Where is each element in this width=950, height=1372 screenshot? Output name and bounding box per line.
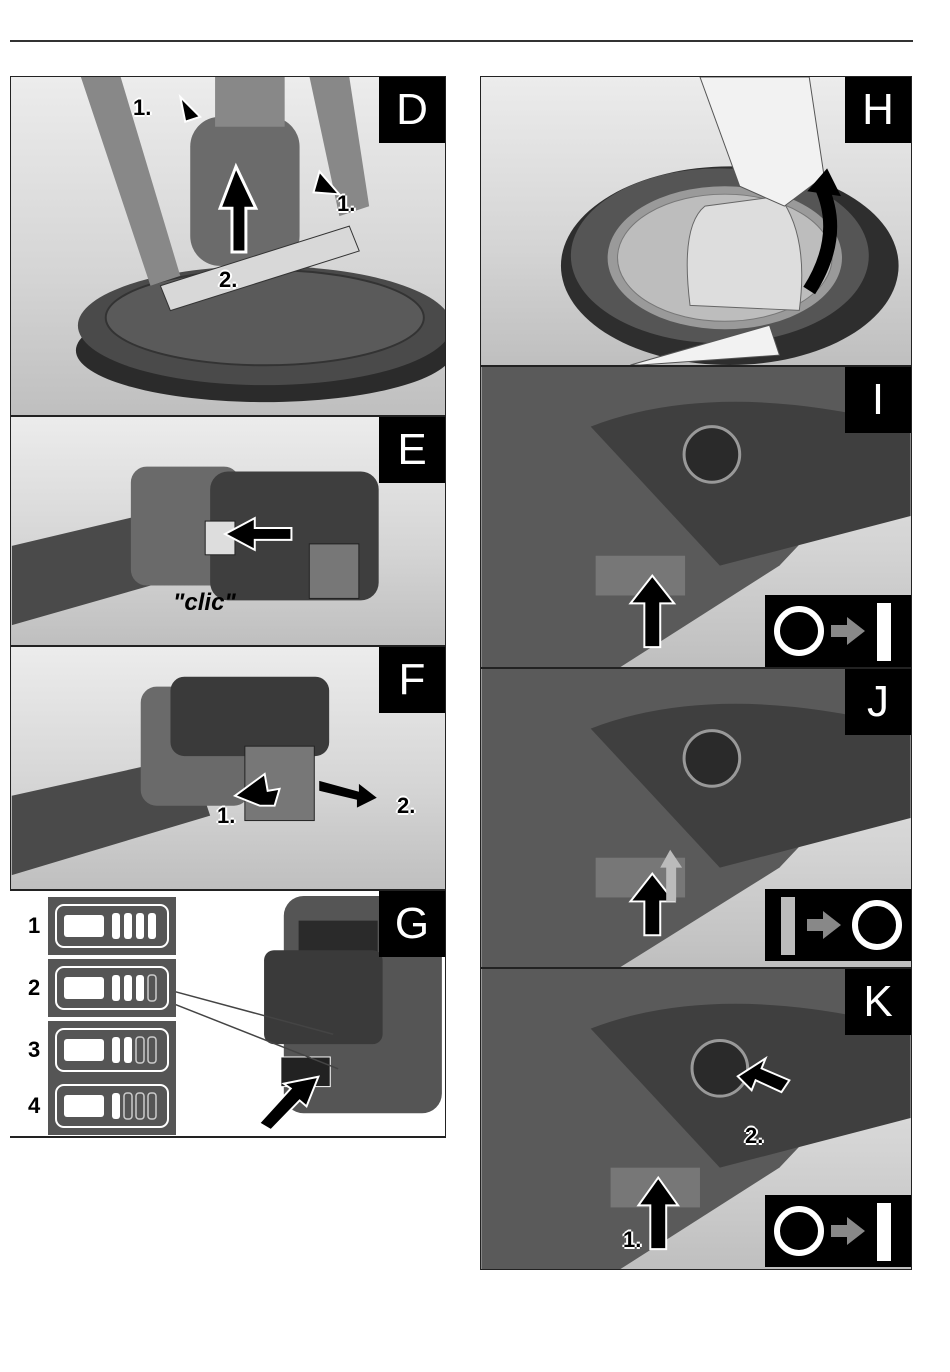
charge-bar	[112, 975, 120, 1001]
charge-level-row-2: 2	[22, 959, 177, 1017]
step-label-1b: 1.	[337, 191, 355, 217]
panel-letter-g: G	[379, 891, 445, 957]
battery-indicator-icon	[48, 1077, 176, 1135]
panel-letter-h: H	[845, 77, 911, 143]
level-number: 4	[28, 1093, 40, 1119]
click-sound-label: "clic"	[173, 589, 236, 617]
level-number: 2	[28, 975, 40, 1001]
battery-indicator-icon	[48, 959, 176, 1017]
panel-g: G 1 2 3 4	[10, 890, 446, 1138]
panel-letter-e: E	[379, 417, 445, 483]
panel-h: H	[480, 76, 912, 366]
charge-bar	[148, 1093, 156, 1119]
charge-level-row-3: 3	[22, 1021, 177, 1079]
charge-bar	[136, 1037, 144, 1063]
panel-j: J	[480, 668, 912, 968]
panel-letter-i: I	[845, 367, 911, 433]
charge-bar	[148, 975, 156, 1001]
panel-e: E "clic"	[10, 416, 446, 646]
panel-letter-k: K	[845, 969, 911, 1035]
charge-bar	[124, 913, 132, 939]
charge-bar	[112, 913, 120, 939]
step-label-1: 1.	[217, 803, 235, 829]
panel-d: D 1. 1. 2.	[10, 76, 446, 416]
battery-indicator-icon	[48, 897, 176, 955]
battery-indicator-icon	[48, 1021, 176, 1079]
charge-bar	[124, 975, 132, 1001]
level-number: 3	[28, 1037, 40, 1063]
switch-off-to-on-icon	[765, 595, 912, 667]
charge-level-row-1: 1	[22, 897, 177, 955]
charge-bar	[112, 1037, 120, 1063]
panel-k: K 2. 1.	[480, 968, 912, 1270]
charge-bar	[136, 975, 144, 1001]
battery-level-3-bars	[48, 959, 176, 1017]
panel-f: F 1. 2.	[10, 646, 446, 890]
charge-bar	[136, 1093, 144, 1119]
battery-level-4-bars	[48, 897, 176, 955]
panel-i: I	[480, 366, 912, 668]
charge-bar	[124, 1093, 132, 1119]
charge-bar	[148, 913, 156, 939]
step-label-1a: 1.	[133, 95, 151, 121]
battery-level-1-bar	[48, 1077, 176, 1135]
switch-on-to-off-icon	[765, 889, 912, 961]
panel-letter-j: J	[845, 669, 911, 735]
switch-off-to-on-icon	[765, 1195, 912, 1267]
step-label-2: 2.	[219, 267, 237, 293]
step-label-1: 1.	[623, 1227, 641, 1253]
charge-bar	[124, 1037, 132, 1063]
step-label-2: 2.	[745, 1123, 763, 1149]
level-number: 1	[28, 913, 40, 939]
charge-bar	[112, 1093, 120, 1119]
charge-bar	[136, 913, 144, 939]
charge-level-row-4: 4	[22, 1077, 177, 1135]
panel-letter-d: D	[379, 77, 445, 143]
step-label-2: 2.	[397, 793, 415, 819]
battery-level-2-bars	[48, 1021, 176, 1079]
panel-letter-f: F	[379, 647, 445, 713]
top-rule	[10, 40, 913, 42]
charge-bar	[148, 1037, 156, 1063]
